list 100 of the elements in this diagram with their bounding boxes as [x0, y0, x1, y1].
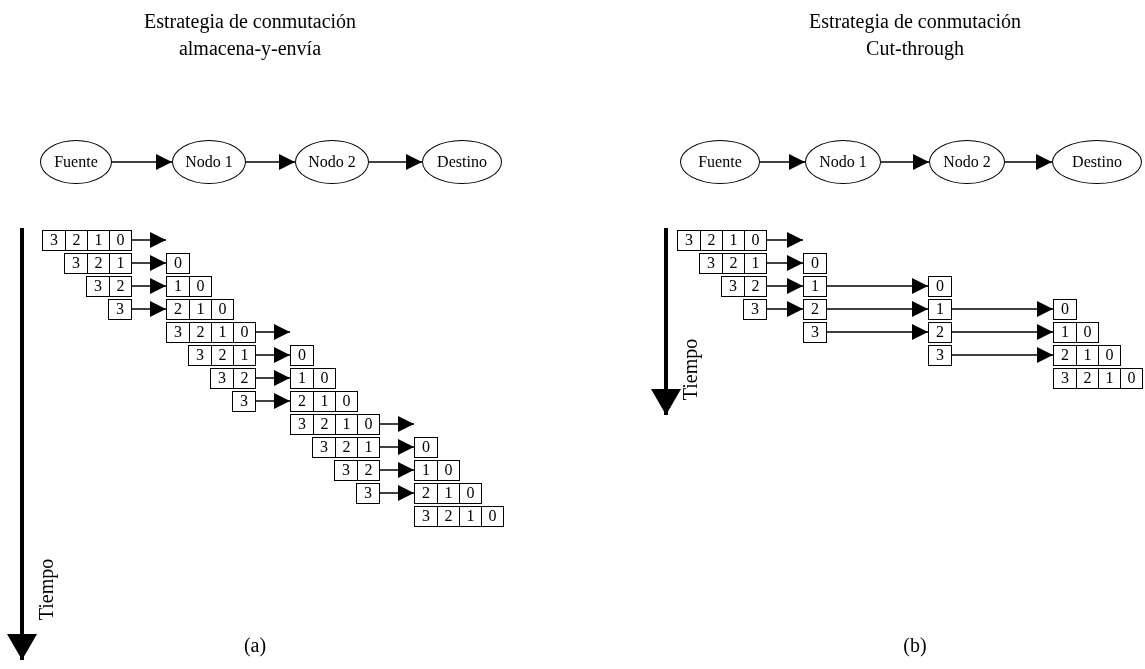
- axis-label: Tiempo: [678, 337, 702, 403]
- packet-box: [803, 276, 827, 297]
- packet-box: [928, 322, 952, 343]
- panel-label: (a): [242, 633, 268, 659]
- packet-box: [334, 460, 380, 481]
- arrow: [759, 154, 806, 170]
- flit-number: 2: [211, 346, 233, 365]
- packet-box: [803, 253, 827, 274]
- flit-number: 1: [722, 231, 744, 250]
- flit-number: 0: [109, 231, 131, 250]
- flit-number: 3: [49, 231, 59, 250]
- flit-number: 2: [935, 323, 945, 342]
- arrow: [765, 278, 804, 294]
- flit-number: 1: [297, 369, 307, 388]
- flit-number: 0: [211, 300, 233, 319]
- flit-number: 3: [297, 415, 307, 434]
- node-ellipse: Fuente: [40, 140, 112, 184]
- flit-number: 3: [341, 461, 351, 480]
- arrow: [765, 255, 804, 271]
- flit-number: 0: [744, 231, 766, 250]
- arrow: [378, 462, 415, 478]
- flit-number: 2: [87, 254, 109, 273]
- flit-number: 1: [421, 461, 431, 480]
- flit-number: 2: [297, 392, 307, 411]
- packet-box: [166, 253, 190, 274]
- packet-box: [928, 276, 952, 297]
- arrow: [950, 347, 1054, 363]
- arrow: [254, 324, 291, 340]
- flit-number: 2: [189, 323, 211, 342]
- flit-number: 3: [115, 300, 125, 319]
- arrow: [880, 154, 930, 170]
- packet-box: [356, 483, 380, 504]
- flit-number: 2: [173, 300, 183, 319]
- arrow: [765, 301, 804, 317]
- packet-box: [290, 391, 358, 412]
- flit-number: 0: [810, 254, 820, 273]
- packet-box: [42, 230, 132, 251]
- flit-number: 3: [684, 231, 694, 250]
- flit-number: 3: [1060, 369, 1070, 388]
- packet-box: [743, 299, 767, 320]
- flit-number: 2: [357, 461, 379, 480]
- flit-number: 2: [722, 254, 744, 273]
- flit-number: 1: [109, 254, 131, 273]
- flit-number: 0: [935, 277, 945, 296]
- arrow: [254, 393, 291, 409]
- node-ellipse: Fuente: [680, 140, 760, 184]
- packet-box: [699, 253, 767, 274]
- flit-number: 0: [1098, 346, 1120, 365]
- arrow: [950, 301, 1054, 317]
- flit-number: 0: [189, 277, 211, 296]
- flit-number: 1: [810, 277, 820, 296]
- flit-number: 3: [706, 254, 716, 273]
- flit-number: 1: [313, 392, 335, 411]
- flit-number: 2: [1060, 346, 1070, 365]
- arrow: [130, 301, 167, 317]
- arrow: [378, 416, 415, 432]
- packet-box: [928, 345, 952, 366]
- packet-box: [290, 368, 336, 389]
- arrow: [130, 232, 167, 248]
- packet-box: [312, 437, 380, 458]
- arrow: [111, 154, 173, 170]
- node-ellipse: Nodo 2: [929, 140, 1005, 184]
- flit-number: 3: [217, 369, 227, 388]
- flit-number: 3: [239, 392, 249, 411]
- packet-box: [188, 345, 256, 366]
- flit-number: 1: [189, 300, 211, 319]
- packet-box: [64, 253, 132, 274]
- axis-label: Tiempo: [34, 557, 58, 623]
- packet-box: [108, 299, 132, 320]
- packet-box: [290, 414, 380, 435]
- node-ellipse: Nodo 1: [172, 140, 246, 184]
- flit-number: 1: [437, 484, 459, 503]
- packet-box: [1053, 368, 1143, 389]
- flit-number: 1: [357, 438, 379, 457]
- flit-number: 0: [1060, 300, 1070, 319]
- arrow: [378, 439, 415, 455]
- packet-box: [414, 460, 460, 481]
- flit-number: 2: [421, 484, 431, 503]
- packet-box: [1053, 322, 1099, 343]
- flit-number: 1: [1098, 369, 1120, 388]
- packet-box: [166, 299, 234, 320]
- packet-box: [721, 276, 767, 297]
- flit-number: 2: [109, 277, 131, 296]
- flit-number: 1: [335, 415, 357, 434]
- node-ellipse: Nodo 1: [805, 140, 881, 184]
- packet-box: [414, 506, 504, 527]
- flit-number: 1: [744, 254, 766, 273]
- flit-number: 3: [71, 254, 81, 273]
- flit-number: 1: [173, 277, 183, 296]
- packet-box: [1053, 345, 1121, 366]
- flit-number: 0: [313, 369, 335, 388]
- flit-number: 3: [750, 300, 760, 319]
- flit-number: 2: [1076, 369, 1098, 388]
- flit-number: 0: [459, 484, 481, 503]
- flit-number: 0: [233, 323, 255, 342]
- flit-number: 3: [421, 507, 431, 526]
- packet-box: [803, 299, 827, 320]
- arrow: [1004, 154, 1053, 170]
- arrow: [825, 301, 929, 317]
- flit-number: 0: [357, 415, 379, 434]
